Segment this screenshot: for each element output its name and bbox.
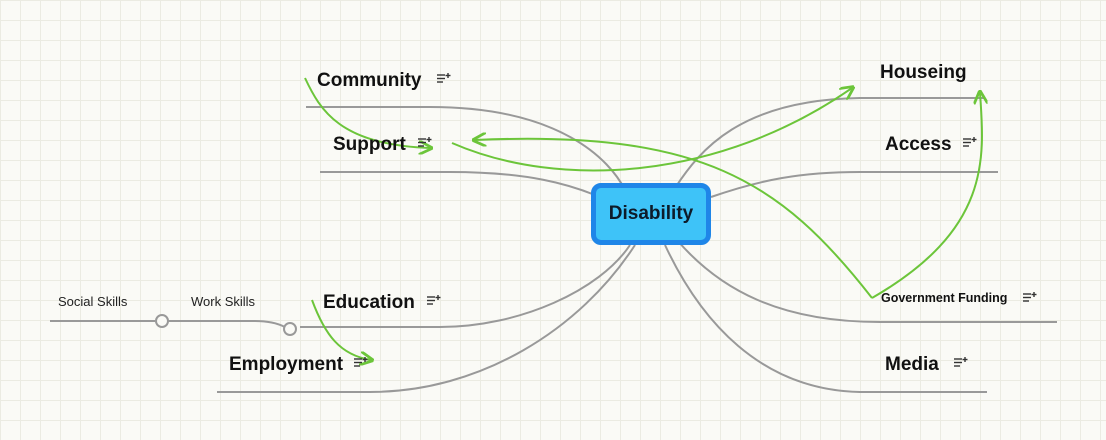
branch-access bbox=[710, 171, 998, 198]
relation-funding-houseing bbox=[871, 93, 982, 299]
topic-houseing[interactable]: Houseing bbox=[880, 62, 967, 83]
branch-education bbox=[300, 244, 631, 328]
topic-government-funding[interactable]: Government Funding bbox=[881, 291, 1008, 305]
relation-funding-support bbox=[475, 139, 873, 299]
note-add-icon[interactable] bbox=[354, 357, 368, 369]
note-add-icon[interactable] bbox=[418, 137, 432, 149]
note-add-icon[interactable] bbox=[437, 73, 451, 85]
branch-government-funding bbox=[676, 239, 1057, 323]
topic-employment[interactable]: Employment bbox=[229, 354, 344, 375]
topic-media[interactable]: Media bbox=[885, 354, 939, 375]
node-connector-work-skills bbox=[283, 322, 297, 336]
topic-education[interactable]: Education bbox=[323, 292, 415, 313]
relation-support-houseing bbox=[451, 88, 852, 172]
branch-media bbox=[664, 244, 987, 393]
branch-employment bbox=[217, 244, 636, 393]
note-add-icon[interactable] bbox=[427, 295, 441, 307]
topic-support[interactable]: Support bbox=[333, 134, 406, 155]
subtopic-social-skills[interactable]: Social Skills bbox=[58, 294, 128, 309]
branch-support bbox=[320, 171, 596, 196]
relation-community-support bbox=[304, 77, 430, 148]
subtopic-work-skills[interactable]: Work Skills bbox=[191, 294, 256, 309]
branch-community bbox=[306, 106, 626, 191]
topic-community[interactable]: Community bbox=[317, 70, 422, 91]
branch-work-skills bbox=[168, 320, 286, 328]
note-add-icon[interactable] bbox=[954, 357, 968, 369]
relation-education-employment bbox=[311, 299, 371, 360]
note-add-icon[interactable] bbox=[1023, 292, 1037, 304]
central-topic[interactable]: Disability bbox=[591, 183, 711, 245]
note-add-icon[interactable] bbox=[963, 137, 977, 149]
topic-access[interactable]: Access bbox=[885, 134, 952, 155]
node-connector-social-skills bbox=[155, 314, 169, 328]
